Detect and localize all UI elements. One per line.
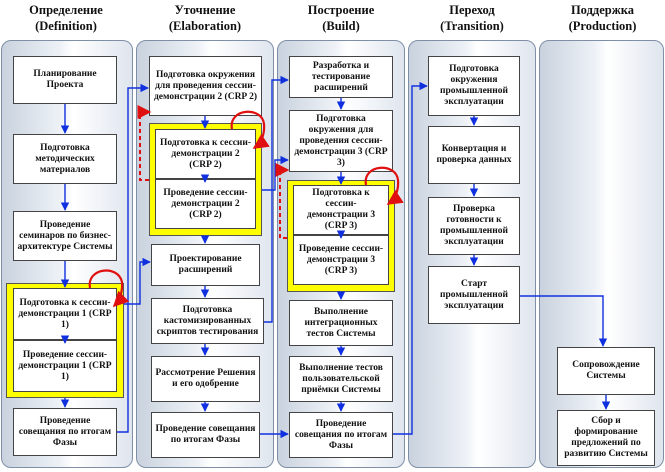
loop-arrow-crp3 — [364, 166, 404, 205]
step-readiness-check: Проверка готовности к промышленной экспл… — [428, 197, 520, 255]
connector-arrow — [393, 81, 428, 435]
dashed-return-crp2 — [137, 105, 152, 181]
step-crp1-prep: Подготовка к сессии-демонстрации 1 (CRP … — [13, 288, 117, 340]
phase-header-build: Построение (Build) — [277, 2, 405, 38]
loop-arrow-crp2 — [230, 110, 270, 149]
step-elaboration-meeting: Проведение совещания по итогам Фазы — [151, 412, 260, 458]
step-crp2-run: Проведение сессии-демонстрации 2 (CRP 2) — [155, 179, 256, 229]
step-design-extensions: Проектирование расширений — [151, 244, 260, 286]
step-build-meeting: Проведение совещания по итогам Фазы — [289, 412, 393, 458]
step-system-support: Сопровождение Системы — [557, 347, 655, 395]
step-crp2-prep: Подготовка к сессии-демонстрации 2 (CRP … — [155, 129, 256, 179]
phase-title-en: (Build) — [322, 19, 360, 33]
step-data-conversion: Конвертация и проверка данных — [428, 126, 520, 184]
phase-title-ru: Переход — [449, 3, 495, 17]
step-improvement-proposals: Сбор и формирование предложений по разви… — [557, 410, 655, 466]
phase-title-en: (Transition) — [440, 19, 504, 33]
step-solution-review: Рассмотрение Решения и его одобрение — [151, 356, 260, 402]
phase-header-definition: Определение (Definition) — [0, 2, 132, 38]
phase-title-ru: Поддержка — [570, 3, 635, 17]
connector-arrow — [124, 257, 151, 305]
connector-arrow — [264, 75, 289, 323]
step-crp3-run: Проведение сессии-демонстрации 3 (CRP 3) — [293, 235, 389, 285]
step-crp2-env: Подготовка окружения для проведения сесс… — [149, 56, 262, 116]
step-production-start: Старт промышленной эксплуатации — [428, 266, 520, 324]
phase-header-transition: Переход (Transition) — [408, 2, 536, 38]
step-develop-extensions: Разработка и тестирование расширений — [289, 56, 393, 98]
phase-title-en: (Definition) — [35, 19, 97, 33]
step-materials: Подготовка методических материалов — [13, 134, 117, 184]
step-prod-env: Подготовка окружения промышленной эксплу… — [428, 56, 520, 116]
phase-title-en: (Elaboration) — [168, 19, 242, 33]
connector-arrow — [117, 83, 149, 433]
dashed-return-crp3 — [275, 163, 290, 239]
step-planning: Планирование Проекта — [13, 56, 117, 104]
phase-title-ru: Уточнение — [174, 3, 236, 17]
phase-header-elaboration: Уточнение (Elaboration) — [136, 2, 274, 38]
lane-production — [539, 40, 664, 468]
connector-arrow — [262, 155, 289, 191]
phase-title-en: (Production) — [568, 19, 637, 33]
step-definition-meeting: Проведение совещания по итогам Фазы — [13, 408, 117, 456]
step-seminars: Проведение семинаров по бизнес-архитекту… — [13, 211, 117, 261]
connector-arrow — [520, 295, 608, 347]
step-test-scripts: Подготовка кастомизированных скриптов те… — [151, 298, 264, 344]
phase-title-ru: Построение — [307, 3, 375, 17]
step-crp1-run: Проведение сессии-демонстрации 1 (CRP 1) — [13, 340, 117, 392]
step-acceptance-tests: Выполнение тестов пользовательской приём… — [289, 356, 393, 402]
loop-arrow-crp1 — [88, 269, 130, 308]
phase-title-ru: Определение — [29, 3, 103, 17]
step-integration-tests: Выполнение интеграционных тестов Системы — [289, 300, 393, 346]
phase-header-production: Поддержка (Production) — [540, 2, 665, 38]
step-crp3-env: Подготовка окружения для проведения сесс… — [289, 110, 393, 172]
